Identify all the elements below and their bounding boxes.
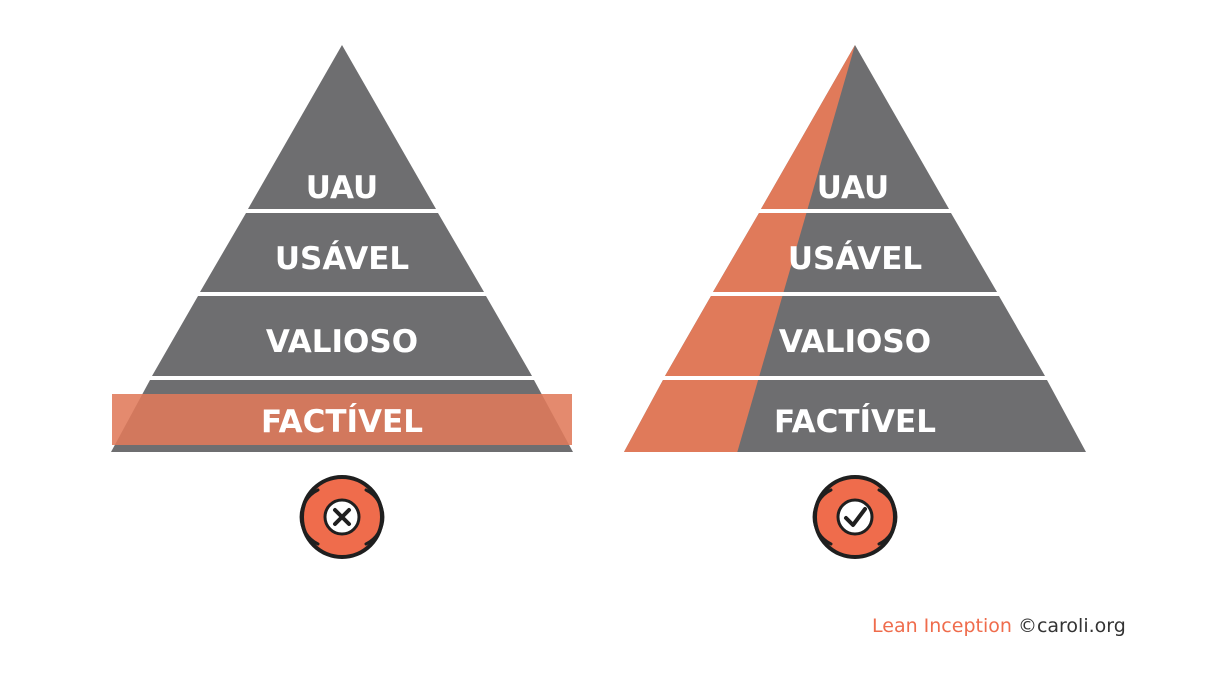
check-mark-icon	[812, 475, 898, 559]
pyramid-left-layer-usavel	[200, 213, 484, 292]
pyramid-left-label-valioso: VALIOSO	[266, 324, 418, 360]
pyramid-left-layer-valioso	[152, 296, 532, 376]
pyramid-right: UAU USÁVEL VALIOSO FACTÍVEL	[624, 45, 1086, 452]
pyramid-left-layer-uau	[248, 45, 436, 209]
pyramid-left-label-uau: UAU	[306, 170, 378, 206]
credit-brand: Lean Inception	[872, 615, 1012, 637]
pyramid-right-label-factivel: FACTÍVEL	[774, 404, 936, 440]
pyramid-left-label-factivel: FACTÍVEL	[261, 404, 423, 440]
pyramid-left: UAU USÁVEL VALIOSO FACTÍVEL	[111, 45, 573, 452]
pyramid-left-label-usavel: USÁVEL	[275, 241, 409, 277]
credit-owner: ©caroli.org	[1017, 615, 1126, 637]
pyramid-left-highlight-band	[112, 394, 572, 445]
pyramid-right-label-uau: UAU	[817, 170, 889, 206]
x-mark-icon	[299, 475, 385, 559]
pyramid-right-label-usavel: USÁVEL	[788, 241, 922, 277]
pyramid-right-label-valioso: VALIOSO	[779, 324, 931, 360]
credit-line: Lean Inception ©caroli.org	[872, 615, 1126, 637]
